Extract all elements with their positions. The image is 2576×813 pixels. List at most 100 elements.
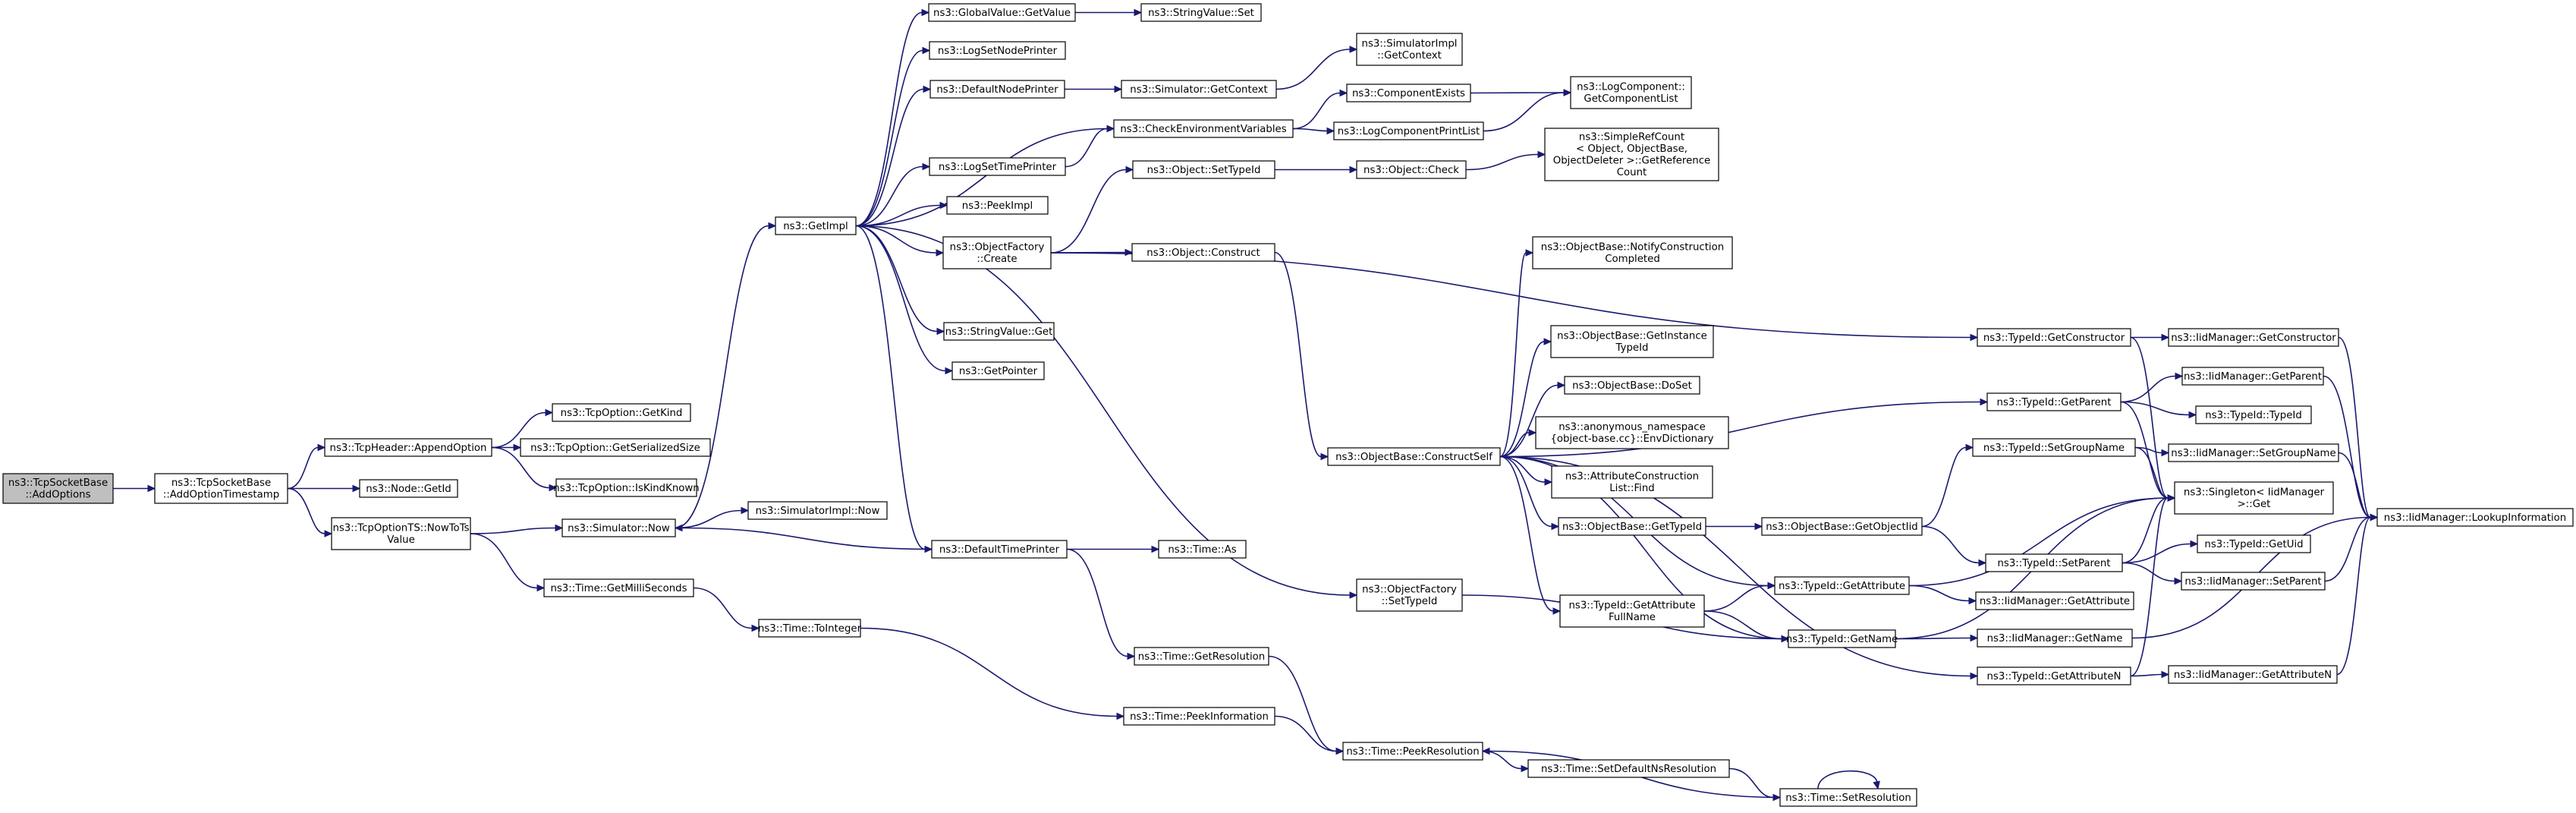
node-box[interactable] <box>552 403 691 422</box>
node-box[interactable] <box>1972 438 2136 457</box>
node-ns3-defaulttimeprinter[interactable]: ns3::DefaultTimePrinter <box>931 540 1068 559</box>
node-box[interactable] <box>943 322 1055 341</box>
node-box[interactable] <box>1564 376 1700 395</box>
node-ns3-logsettimeprinter[interactable]: ns3::LogSetTimePrinter <box>929 157 1066 176</box>
node-box[interactable] <box>555 478 697 497</box>
node-ns3-object-construct[interactable]: ns3::Object::Construct <box>1131 243 1275 262</box>
node-ns3-getpointer[interactable]: ns3::GetPointer <box>951 361 1045 380</box>
node-ns3-typeid-getattribute[interactable]: ns3::TypeId::GetAttribute <box>1774 576 1910 595</box>
node-box[interactable] <box>775 216 857 235</box>
node-box[interactable] <box>1985 553 2123 572</box>
node-box[interactable] <box>2168 665 2338 684</box>
node-box[interactable] <box>2168 328 2339 347</box>
node-ns3-time-getmilliseconds[interactable]: ns3::Time::GetMilliSeconds <box>543 578 694 597</box>
node-ns3-checkenvironmentvariables[interactable]: ns3::CheckEnvironmentVariables <box>1113 119 1294 138</box>
node-box[interactable] <box>951 361 1045 380</box>
node-ns3-iidmanager-getconstructor[interactable]: ns3::IidManager::GetConstructor <box>2168 328 2339 347</box>
node-ns3-simulatorimpl-now[interactable]: ns3::SimulatorImpl::Now <box>747 501 888 520</box>
node-ns3-time-getresolution[interactable]: ns3::Time::GetResolution <box>1134 647 1269 666</box>
node-ns3-iidmanager-setgroupname[interactable]: ns3::IidManager::SetGroupName <box>2168 443 2339 462</box>
node-ns3-time-setdefaultnsresolution[interactable]: ns3::Time::SetDefaultNsResolution <box>1527 759 1730 778</box>
node-ns3-globalvalue-getvalue[interactable]: ns3::GlobalValue::GetValue <box>928 3 1076 22</box>
node-ns3-typeid-typeid[interactable]: ns3::TypeId::TypeId <box>2195 405 2312 424</box>
node-box[interactable] <box>2197 534 2311 553</box>
node-ns3-time-setresolution[interactable]: ns3::Time::SetResolution <box>1779 788 1917 807</box>
node-box[interactable] <box>758 619 861 638</box>
node-ns3-time-peekinformation[interactable]: ns3::Time::PeekInformation <box>1123 707 1275 726</box>
node-box[interactable] <box>1346 84 1471 102</box>
node-box[interactable] <box>747 501 888 520</box>
node-ns3-simulator-now[interactable]: ns3::Simulator::Now <box>561 518 676 537</box>
node-ns3-tcpoption-getserializedsize[interactable]: ns3::TcpOption::GetSerializedSize <box>520 438 711 457</box>
node-box[interactable] <box>928 3 1076 22</box>
node-box[interactable] <box>1532 236 1733 269</box>
node-box[interactable] <box>942 236 1052 269</box>
node-box[interactable] <box>520 438 711 457</box>
node-box[interactable] <box>1131 243 1275 262</box>
node-ns3-objectbase-getobjectiid[interactable]: ns3::ObjectBase::GetObjectIid <box>1761 517 1923 536</box>
node-box[interactable] <box>929 80 1065 99</box>
node-ns3-typeid-getconstructor[interactable]: ns3::TypeId::GetConstructor <box>1977 328 2131 347</box>
node-box[interactable] <box>1333 121 1484 140</box>
node-box[interactable] <box>2181 572 2326 591</box>
node-box[interactable] <box>2 473 114 504</box>
node-box[interactable] <box>1551 465 1713 499</box>
node-box[interactable] <box>1779 788 1917 807</box>
node-box[interactable] <box>331 517 471 550</box>
node-ns3-tcpsocketbase-addoptions[interactable]: ns3::TcpSocketBase::AddOptions <box>2 473 114 504</box>
node-ns3-time-as[interactable]: ns3::Time::As <box>1158 540 1247 559</box>
node-box[interactable] <box>929 157 1066 176</box>
node-ns3-object-settypeid[interactable]: ns3::Object::SetTypeId <box>1132 160 1275 179</box>
node-box[interactable] <box>1356 578 1463 612</box>
node-ns3-componentexists[interactable]: ns3::ComponentExists <box>1346 84 1471 102</box>
node-ns3-simplerefcount-object-objectbase-objectdeleter-getreference-count[interactable]: ns3::SimpleRefCount< Object, ObjectBase,… <box>1544 128 1719 181</box>
node-box[interactable] <box>1761 517 1923 536</box>
node-box[interactable] <box>1977 328 2131 347</box>
node-box[interactable] <box>2168 443 2339 462</box>
node-ns3-iidmanager-getattributen[interactable]: ns3::IidManager::GetAttributeN <box>2168 665 2338 684</box>
node-box[interactable] <box>1570 76 1692 109</box>
node-box[interactable] <box>1550 325 1714 358</box>
node-box[interactable] <box>2376 508 2574 527</box>
node-ns3-stringvalue-get[interactable]: ns3::StringValue::Get <box>943 322 1055 341</box>
node-box[interactable] <box>1544 128 1719 181</box>
node-box[interactable] <box>1986 392 2122 411</box>
node-box[interactable] <box>359 479 458 498</box>
node-box[interactable] <box>1774 576 1910 595</box>
node-box[interactable] <box>1535 416 1729 449</box>
node-box[interactable] <box>946 196 1049 215</box>
node-box[interactable] <box>2181 367 2324 386</box>
node-ns3-logcomponent-getcomponentlist[interactable]: ns3::LogComponent::GetComponentList <box>1570 76 1692 109</box>
node-box[interactable] <box>929 41 1066 60</box>
node-ns3-typeid-getuid[interactable]: ns3::TypeId::GetUid <box>2197 534 2311 553</box>
node-ns3-tcpsocketbase-addoptiontimestamp[interactable]: ns3::TcpSocketBase::AddOptionTimestamp <box>154 473 288 504</box>
node-ns3-iidmanager-getattribute[interactable]: ns3::IidManager::GetAttribute <box>1975 591 2134 610</box>
node-box[interactable] <box>931 540 1068 559</box>
node-box[interactable] <box>1559 594 1705 628</box>
node-ns3-simulator-getcontext[interactable]: ns3::Simulator::GetContext <box>1121 80 1277 99</box>
node-ns3-objectbase-doset[interactable]: ns3::ObjectBase::DoSet <box>1564 376 1700 395</box>
node-box[interactable] <box>1327 447 1501 466</box>
node-ns3-getimpl[interactable]: ns3::GetImpl <box>775 216 857 235</box>
node-ns3-peekimpl[interactable]: ns3::PeekImpl <box>946 196 1049 215</box>
node-ns3-tcpoption-iskindknown[interactable]: ns3::TcpOption::IsKindKnown <box>553 478 700 497</box>
node-ns3-node-getid[interactable]: ns3::Node::GetId <box>359 479 458 498</box>
node-ns3-typeid-getparent[interactable]: ns3::TypeId::GetParent <box>1986 392 2122 411</box>
node-ns3-objectbase-notifyconstruction-completed[interactable]: ns3::ObjectBase::NotifyConstructionCompl… <box>1532 236 1733 269</box>
node-ns3-typeid-setgroupname[interactable]: ns3::TypeId::SetGroupName <box>1972 438 2136 457</box>
node-ns3-iidmanager-getname[interactable]: ns3::IidManager::GetName <box>1977 629 2133 648</box>
node-box[interactable] <box>154 473 288 504</box>
node-box[interactable] <box>1140 3 1262 22</box>
node-box[interactable] <box>1121 80 1277 99</box>
node-box[interactable] <box>1123 707 1275 726</box>
node-box[interactable] <box>324 438 492 457</box>
node-ns3-iidmanager-setparent[interactable]: ns3::IidManager::SetParent <box>2181 572 2326 591</box>
node-box[interactable] <box>561 518 676 537</box>
node-ns3-time-peekresolution[interactable]: ns3::Time::PeekResolution <box>1342 742 1483 761</box>
node-box[interactable] <box>1134 647 1269 666</box>
node-box[interactable] <box>1558 517 1706 536</box>
node-ns3-stringvalue-set[interactable]: ns3::StringValue::Set <box>1140 3 1262 22</box>
